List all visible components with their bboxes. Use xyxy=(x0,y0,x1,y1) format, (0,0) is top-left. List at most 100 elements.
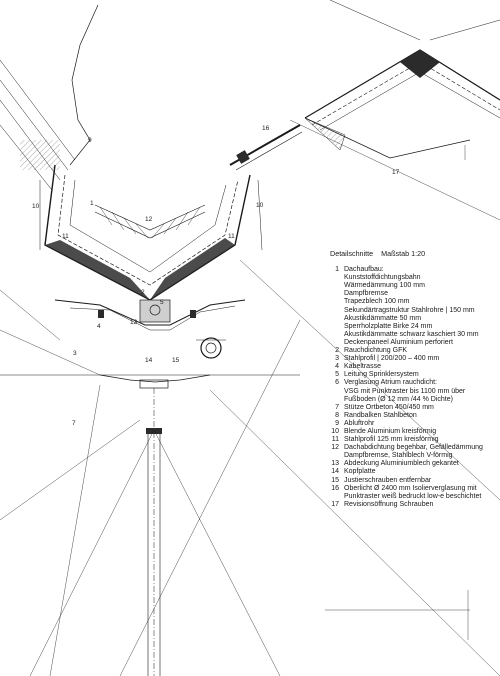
legend-item-line: Justierschrauben entfernbar xyxy=(344,476,432,484)
legend-item-text: Stahlprofil 125 mm kreisförmig xyxy=(344,436,498,444)
legend-item: 16 Oberlicht Ø 2400 mm Isolierverglasung … xyxy=(330,485,498,501)
legend-item-line: Randbalken Stahlbeton xyxy=(344,411,417,419)
legend-item-line: Oberlicht Ø 2400 mm Isolierverglasung mi… xyxy=(344,484,477,492)
callout-11-left: 11 xyxy=(62,233,69,240)
legend-item-line: VSG mit Punktraster bis 1100 mm über xyxy=(344,387,466,395)
legend-item-text: Abluftrohr xyxy=(344,420,498,428)
legend-item: 6 Verglasung Atrium rauchdicht:VSG mit Pu… xyxy=(330,379,498,403)
legend-item: 2 Rauchdichtung GFK xyxy=(330,347,498,355)
callout-2: 2 xyxy=(141,289,145,296)
legend-item-number: 3 xyxy=(335,355,339,363)
legend-item-line: Fußboden (Ø 12 mm /44 % Dichte) xyxy=(344,395,453,403)
callout-9: 9 xyxy=(88,137,92,144)
callout-5: 5 xyxy=(160,299,164,306)
legend-item-number: 13 xyxy=(331,460,339,468)
legend-item-number: 16 xyxy=(331,484,339,492)
legend-item: 4 Kabeltrasse xyxy=(330,363,498,371)
legend-item: 12 Dachabdichtung begehbar, Gefälledämmun… xyxy=(330,444,498,460)
legend-item-line: Wärmedämmung 100 mm xyxy=(344,282,425,290)
legend-item: 7 Stütze Ortbeton 450/450 mm xyxy=(330,404,498,412)
legend-item-line: Deckenpaneel Aluminium perforiert xyxy=(344,338,453,346)
legend-item-text: Rauchdichtung GFK xyxy=(344,347,498,355)
legend-item-number: 11 xyxy=(331,436,339,444)
callout-11-right: 11 xyxy=(228,233,235,240)
legend-item: 3 Stahlprofil | 200/200 – 400 mm xyxy=(330,355,498,363)
legend-item-text: Revisionsöffnung Schrauben xyxy=(344,501,498,509)
legend-item: 15 Justierschrauben entfernbar xyxy=(330,477,498,485)
legend-item-text: Leitung Sprinklersystem xyxy=(344,371,498,379)
legend-item: 9 Abluftrohr xyxy=(330,420,498,428)
legend-scale: Maßstab 1:20 xyxy=(381,249,426,258)
callout-10-right: 10 xyxy=(256,202,264,209)
legend-item-number: 12 xyxy=(331,444,339,452)
legend-item-line: Revisionsöffnung Schrauben xyxy=(344,500,434,508)
legend-item-line: Leitung Sprinklersystem xyxy=(344,371,419,379)
callout-17: 17 xyxy=(392,169,400,176)
legend-item-line: Trapezblech 100 mm xyxy=(344,298,410,306)
callout-1: 1 xyxy=(90,200,94,207)
legend-item-line: Kunststoffdichtungsbahn xyxy=(344,274,421,282)
legend-item: 17 Revisionsöffnung Schrauben xyxy=(330,501,498,509)
legend-heading: Detailschnitte xyxy=(330,249,374,258)
legend-item-text: Justierschrauben entfernbar xyxy=(344,477,498,485)
skylight-assembly xyxy=(229,0,500,221)
callout-7: 7 xyxy=(72,420,76,427)
callout-4: 4 xyxy=(97,323,101,330)
node-detail xyxy=(54,299,246,359)
legend-item-number: 17 xyxy=(331,500,339,508)
legend-item-line: Blende Aluminium kreisförmig xyxy=(344,427,437,435)
legend-item-text: Verglasung Atrium rauchdicht:VSG mit Pun… xyxy=(344,379,498,403)
legend-title: Detailschnitte Maßstab 1:20 xyxy=(330,249,498,258)
legend-item-line: Dachabdichtung begehbar, Gefälledämmung xyxy=(344,444,483,452)
legend-item-line: Stütze Ortbeton 450/450 mm xyxy=(344,403,434,411)
v-gutter-assembly xyxy=(39,164,263,301)
legend-item-line: Dampfbremse xyxy=(344,290,388,298)
column-and-glazing xyxy=(0,145,500,676)
legend-item-text: Oberlicht Ø 2400 mm Isolierverglasung mi… xyxy=(344,485,498,501)
legend-item-line: Kabeltrasse xyxy=(344,363,381,371)
legend-item-text: Abdeckung Aluminiumblech gekantet xyxy=(344,460,498,468)
callout-13: 13 xyxy=(130,319,138,326)
legend-item-line: Abluftrohr xyxy=(344,419,375,427)
legend-item-number: 1 xyxy=(335,266,339,274)
legend-item-text: Blende Aluminium kreisförmig xyxy=(344,428,498,436)
legend-item-number: 4 xyxy=(335,363,339,371)
legend-item-line: Kopfplatte xyxy=(344,468,376,476)
legend-item-line: Abdeckung Aluminiumblech gekantet xyxy=(344,460,459,468)
legend-item-number: 9 xyxy=(335,419,339,427)
legend-item-text: Kabeltrasse xyxy=(344,363,498,371)
callout-3: 3 xyxy=(73,350,77,357)
legend-item-text: Randbalken Stahlbeton xyxy=(344,412,498,420)
legend-item-line: Rauchdichtung GFK xyxy=(344,347,408,355)
legend-item-number: 15 xyxy=(331,476,339,484)
legend-item: 11 Stahlprofil 125 mm kreisförmig xyxy=(330,436,498,444)
legend-item-text: Kopfplatte xyxy=(344,468,498,476)
legend-item-line: Stahlprofil | 200/200 – 400 mm xyxy=(344,355,440,363)
legend-item-number: 14 xyxy=(331,468,339,476)
legend-item-number: 7 xyxy=(335,403,339,411)
legend-item: 10 Blende Aluminium kreisförmig xyxy=(330,428,498,436)
legend-item-line: Punktraster weiß bedruckt low-e beschich… xyxy=(344,492,482,500)
legend-item-text: Stahlprofil | 200/200 – 400 mm xyxy=(344,355,498,363)
legend-item-line: Sekundärtragstruktur Stahlrohre | 150 mm xyxy=(344,306,475,314)
callout-16: 16 xyxy=(262,125,270,132)
callouts: 9 10 1 12 10 16 17 11 11 2 5 4 13 3 1 4 1… xyxy=(32,125,400,427)
upper-left-roof xyxy=(0,4,99,191)
legend: Detailschnitte Maßstab 1:20 1 Dachaufbau:… xyxy=(330,249,498,509)
legend-item-text: Stütze Ortbeton 450/450 mm xyxy=(344,404,498,412)
callout-12: 12 xyxy=(145,216,153,223)
callout-10-left: 10 xyxy=(32,203,40,210)
callout-15: 15 xyxy=(172,357,180,364)
legend-item: 14 Kopfplatte xyxy=(330,468,498,476)
legend-item-number: 2 xyxy=(335,347,339,355)
legend-item-number: 10 xyxy=(331,427,339,435)
legend-item-line: Dachaufbau: xyxy=(344,266,384,274)
legend-item-number: 6 xyxy=(335,379,339,387)
